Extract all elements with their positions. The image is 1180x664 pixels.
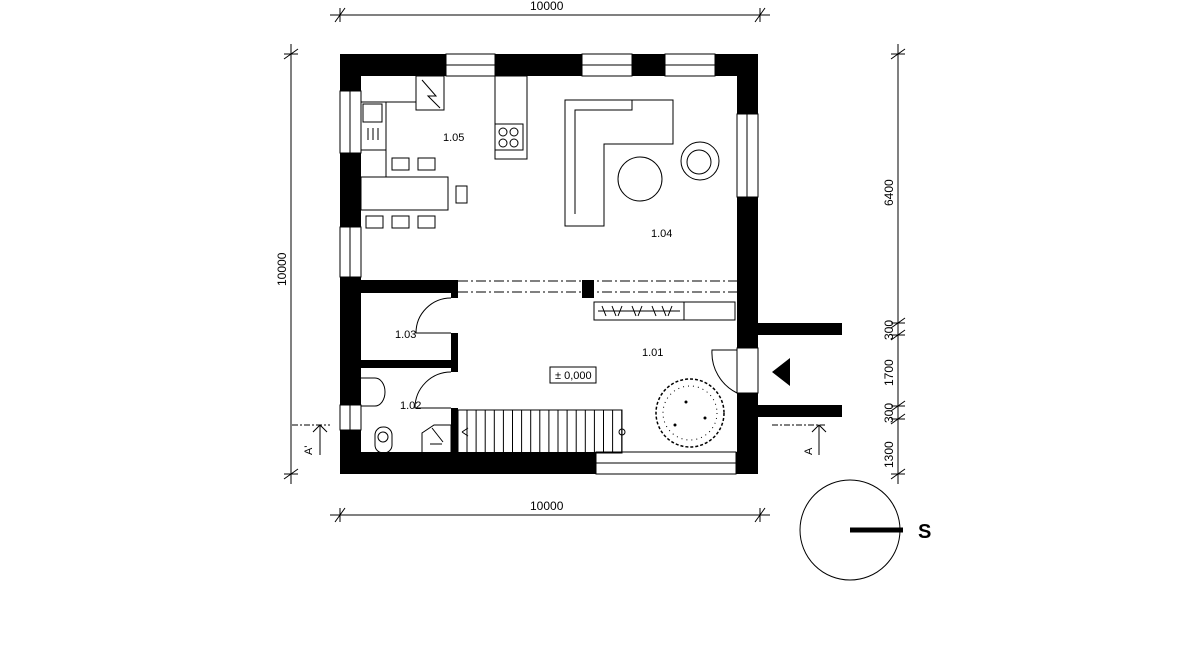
wardrobe bbox=[593, 301, 736, 321]
room-label: 1.04 bbox=[651, 228, 672, 240]
shower-icon bbox=[421, 424, 452, 454]
windows bbox=[339, 53, 759, 475]
room-label: 1.01 bbox=[642, 347, 663, 359]
interior-walls bbox=[340, 280, 842, 453]
entrance-arrow-icon bbox=[772, 358, 790, 386]
svg-text:A: A bbox=[803, 447, 815, 455]
cooktop-icon bbox=[494, 123, 524, 151]
section-marker-left: A' bbox=[292, 424, 330, 455]
sofa-icon bbox=[564, 99, 674, 227]
dimension-right: 1300 bbox=[882, 441, 896, 468]
room-label: 1.03 bbox=[395, 329, 416, 341]
toilet-icon bbox=[374, 426, 393, 454]
living-furniture bbox=[564, 99, 720, 227]
dimension-right: 300 bbox=[882, 320, 896, 340]
compass-direction: S bbox=[918, 521, 931, 543]
staircase bbox=[457, 409, 626, 454]
dimension-left: 10000 bbox=[275, 252, 289, 286]
dimension-right: 6400 bbox=[882, 179, 896, 206]
dimension-lines bbox=[283, 7, 906, 523]
armchair-icon bbox=[680, 141, 720, 181]
dimension-top: 10000 bbox=[530, 0, 564, 13]
elevation-label: ± 0,000 bbox=[555, 370, 592, 382]
section-marker-right: A bbox=[772, 424, 827, 455]
dimension-right: 1700 bbox=[882, 359, 896, 386]
bathroom-fixtures bbox=[361, 377, 452, 454]
doors bbox=[414, 297, 738, 409]
bathtub-icon bbox=[361, 377, 386, 407]
dimension-bottom: 10000 bbox=[530, 499, 564, 513]
plant-icon bbox=[655, 378, 725, 448]
kitchen-furniture bbox=[360, 75, 528, 229]
coffee-table-icon bbox=[617, 156, 663, 202]
svg-text:A': A' bbox=[303, 446, 315, 455]
fridge-icon bbox=[415, 75, 445, 111]
room-label: 1.05 bbox=[443, 132, 464, 144]
room-label: 1.02 bbox=[400, 400, 421, 412]
compass: S bbox=[799, 479, 931, 581]
sink-icon bbox=[362, 103, 383, 123]
dimension-right: 300 bbox=[882, 403, 896, 423]
